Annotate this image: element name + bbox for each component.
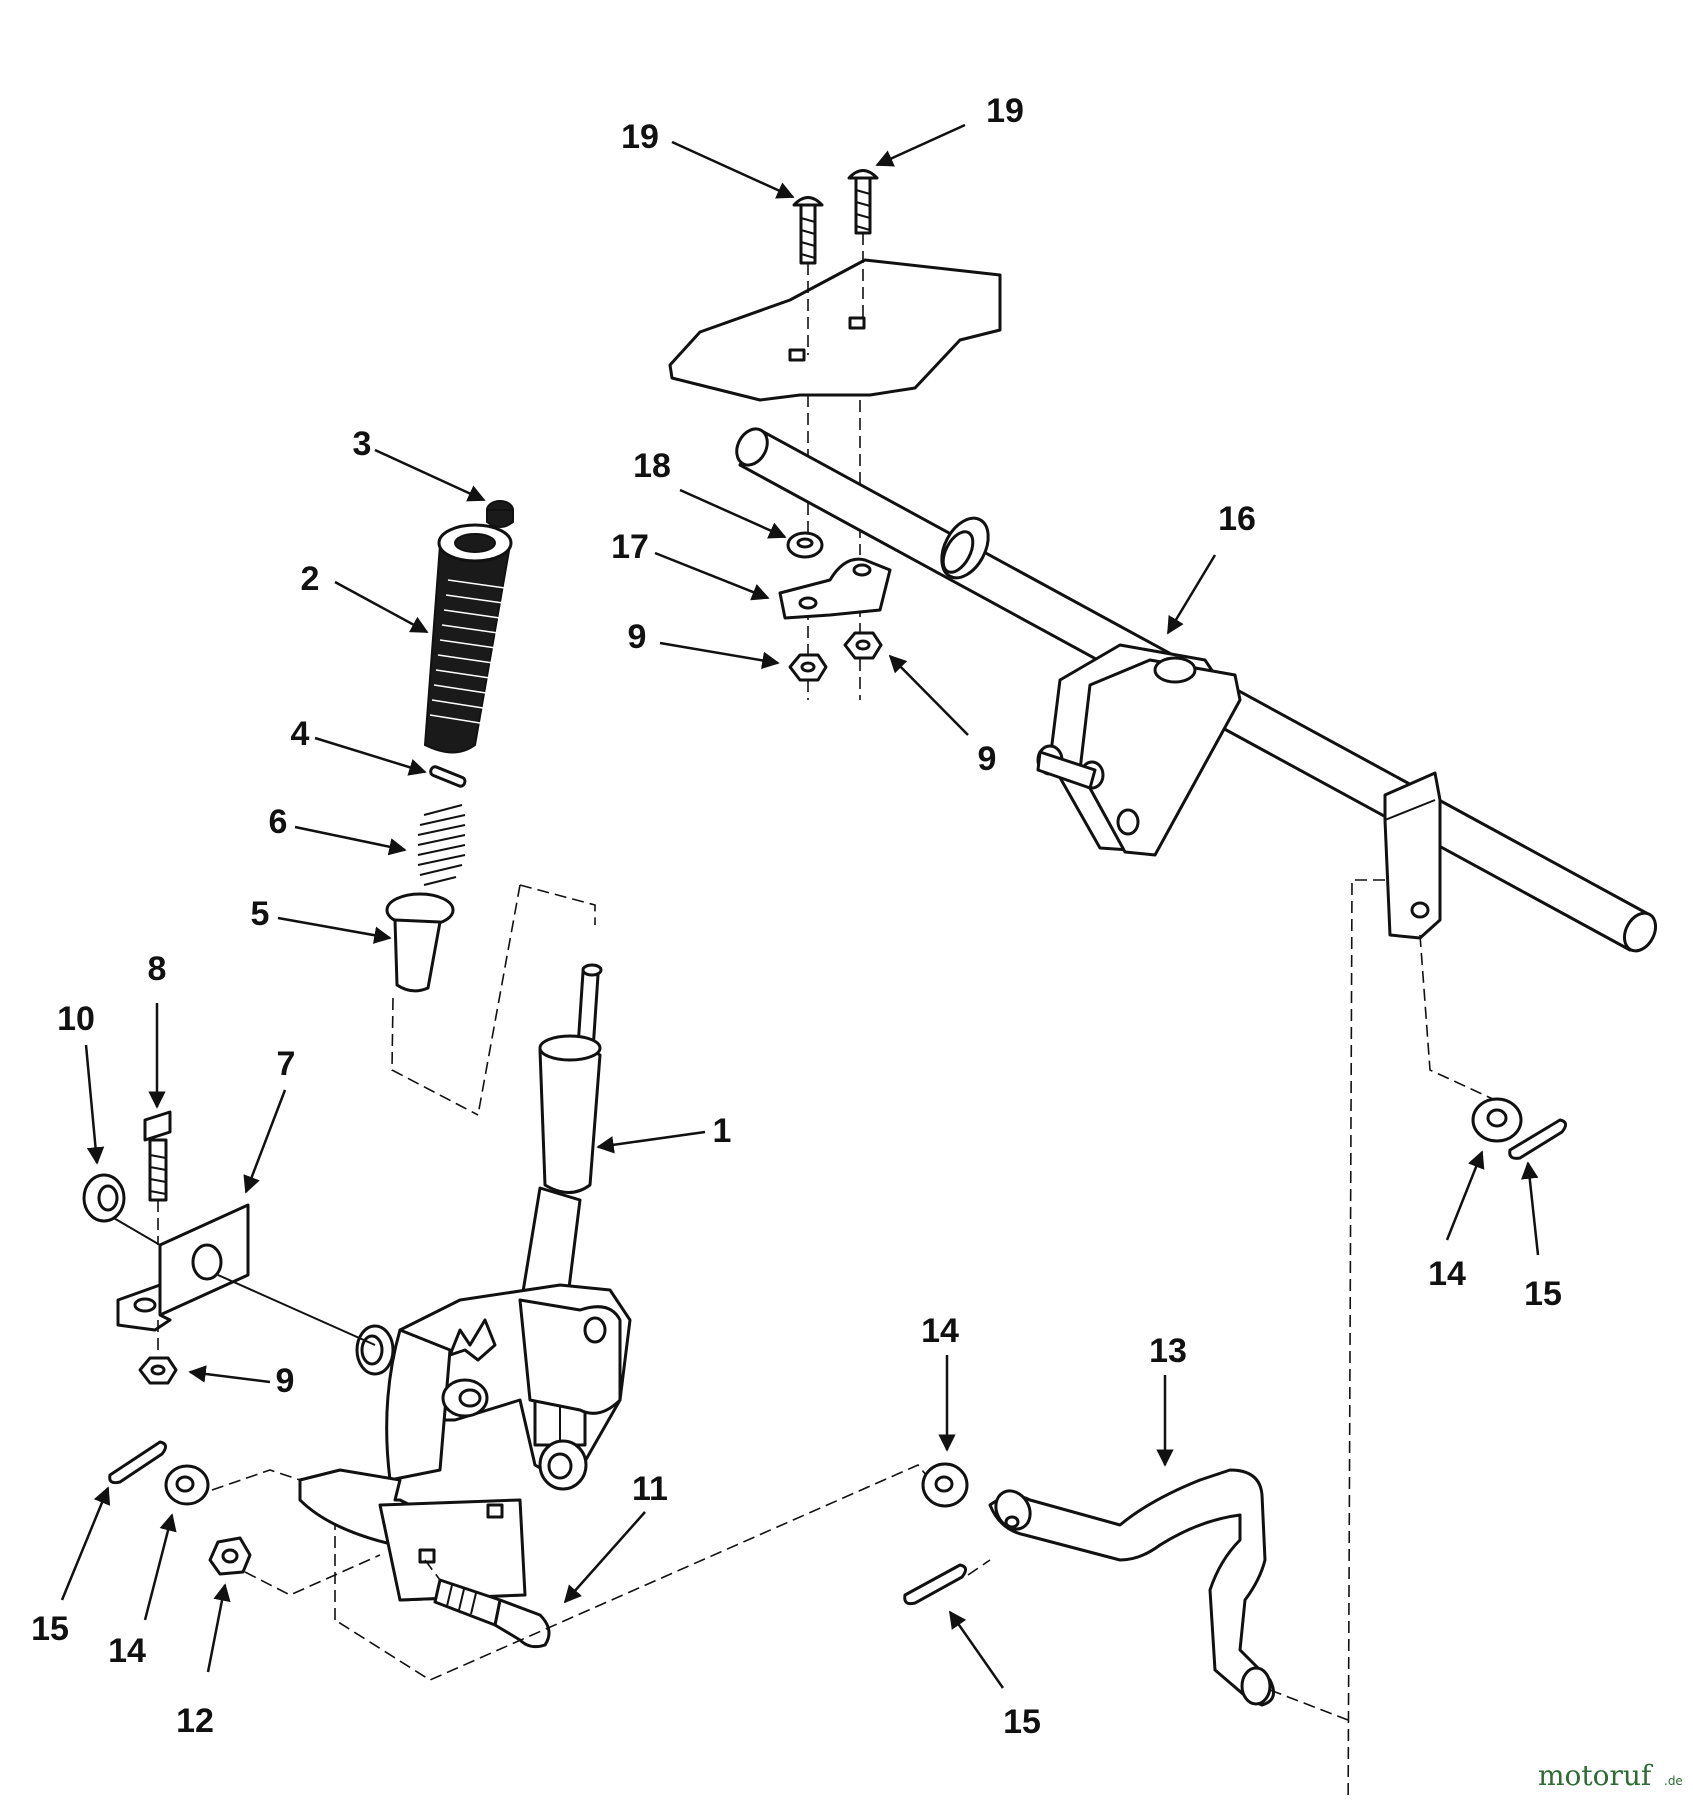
callout-14-right: 14: [1428, 1255, 1466, 1293]
plunger: [385, 892, 455, 993]
spring: [417, 804, 466, 886]
callout-19-left: 19: [621, 118, 659, 156]
watermark-suffix: .de: [1664, 1774, 1683, 1788]
callout-9-upper-left: 9: [628, 618, 647, 656]
hex-nut-right: [843, 631, 883, 660]
flat-washer-left: [164, 1464, 210, 1506]
callout-numbers: 19 19 18 17 16 9 9 9 3 2 4 6 5 8 10 7 1 …: [31, 92, 1562, 1741]
callout-6: 6: [269, 803, 288, 841]
shaft-clamp: [778, 557, 892, 620]
hex-nut-bracket: [138, 1356, 178, 1385]
callout-15-middle: 15: [1003, 1703, 1041, 1741]
leader-lines: [60, 123, 1540, 1689]
callout-5: 5: [251, 895, 270, 933]
callout-19-right: 19: [986, 92, 1024, 130]
callout-7: 7: [277, 1045, 296, 1083]
knob-cap: [486, 500, 514, 528]
callout-16: 16: [1218, 500, 1256, 538]
callout-18: 18: [633, 447, 671, 485]
watermark-brand: motoruf: [1538, 1759, 1654, 1792]
callout-9-lower: 9: [276, 1362, 295, 1400]
plate-square-hole-2: [848, 316, 866, 330]
callout-12: 12: [176, 1702, 214, 1740]
callout-15-right: 15: [1524, 1275, 1562, 1313]
plate-square-hole-1: [788, 348, 806, 362]
shift-lever: [518, 963, 603, 1322]
callout-4: 4: [291, 715, 310, 753]
link-rod: [988, 1468, 1276, 1707]
cotter-pin-left: [108, 1440, 167, 1485]
roll-pin: [429, 765, 467, 788]
hex-nut-left: [788, 653, 828, 682]
watermark-logo: motoruf .de: [1538, 1759, 1683, 1792]
callout-13: 13: [1149, 1332, 1187, 1370]
flat-washer-middle: [921, 1462, 969, 1508]
pivot-bracket: [1036, 643, 1242, 857]
shaft-arm: [1383, 771, 1442, 940]
lock-washer: [786, 531, 824, 559]
callout-17: 17: [611, 528, 649, 566]
angle-bracket: [116, 1203, 250, 1332]
callout-9-upper-right: 9: [978, 740, 997, 778]
flat-washer-right: [1471, 1097, 1523, 1143]
callout-14-left: 14: [108, 1632, 146, 1670]
callout-11: 11: [632, 1470, 668, 1508]
callout-10: 10: [57, 1000, 95, 1038]
cotter-pin-middle: [903, 1563, 967, 1606]
hex-bolt: [143, 1110, 172, 1202]
callout-8: 8: [148, 950, 167, 988]
carriage-bolt-left: [792, 196, 824, 265]
callout-14-middle: 14: [921, 1312, 959, 1350]
callout-15-left: 15: [31, 1610, 69, 1648]
handle-grip: [423, 523, 513, 754]
mounting-plate: [668, 258, 1002, 402]
callout-1: 1: [713, 1112, 732, 1150]
cotter-pin-right: [1508, 1118, 1567, 1160]
lever-bracket: [298, 1283, 632, 1602]
callout-2: 2: [301, 560, 320, 598]
carriage-bolt-right: [847, 169, 879, 235]
split-lock-washer: [82, 1173, 126, 1223]
carriage-bolt-lever: [433, 1578, 551, 1649]
callout-3: 3: [353, 425, 372, 463]
hex-nut-left-lower: [208, 1536, 252, 1576]
